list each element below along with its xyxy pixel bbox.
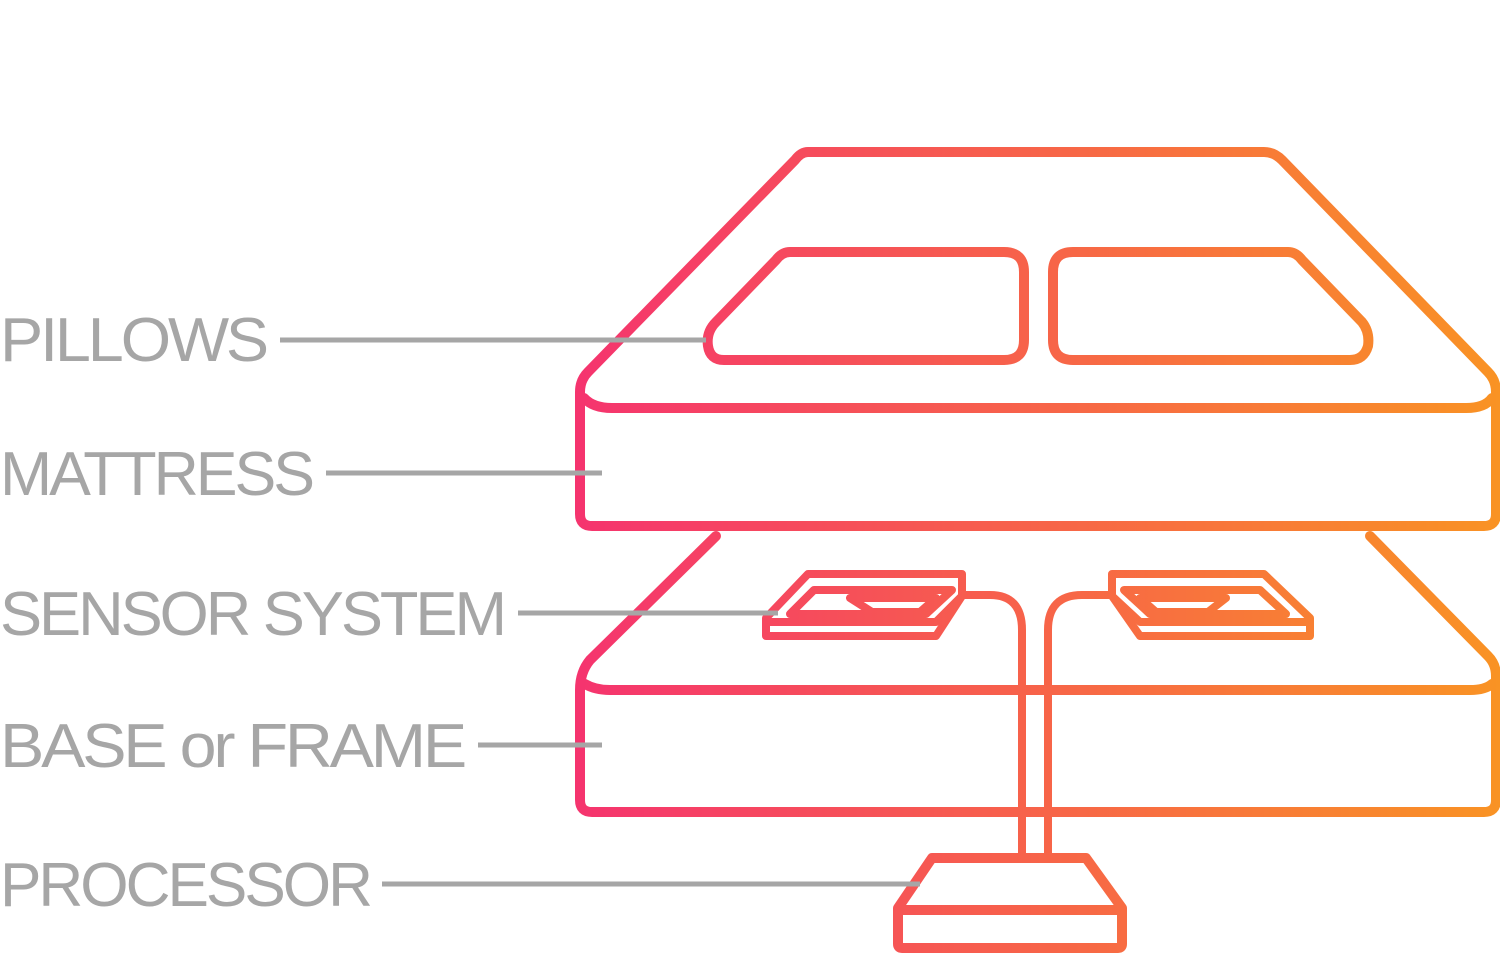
processor-shape — [893, 853, 1127, 953]
sensor-cables — [958, 591, 1116, 862]
sensor-pad-left — [762, 570, 966, 640]
sensor-pad-right — [1108, 570, 1314, 640]
label-mattress: MATTRESS — [0, 440, 313, 509]
label-processor: PROCESSOR — [0, 851, 370, 920]
mattress-shape — [575, 147, 1500, 531]
label-base-frame: BASE or FRAME — [0, 712, 465, 781]
label-sensor-system: SENSOR SYSTEM — [0, 580, 504, 649]
pillow-right — [1048, 247, 1374, 365]
pillow-left — [702, 247, 1029, 365]
leader-lines — [280, 337, 920, 887]
label-pillows: PILLOWS — [0, 306, 267, 375]
base-frame-shape — [575, 531, 1500, 817]
